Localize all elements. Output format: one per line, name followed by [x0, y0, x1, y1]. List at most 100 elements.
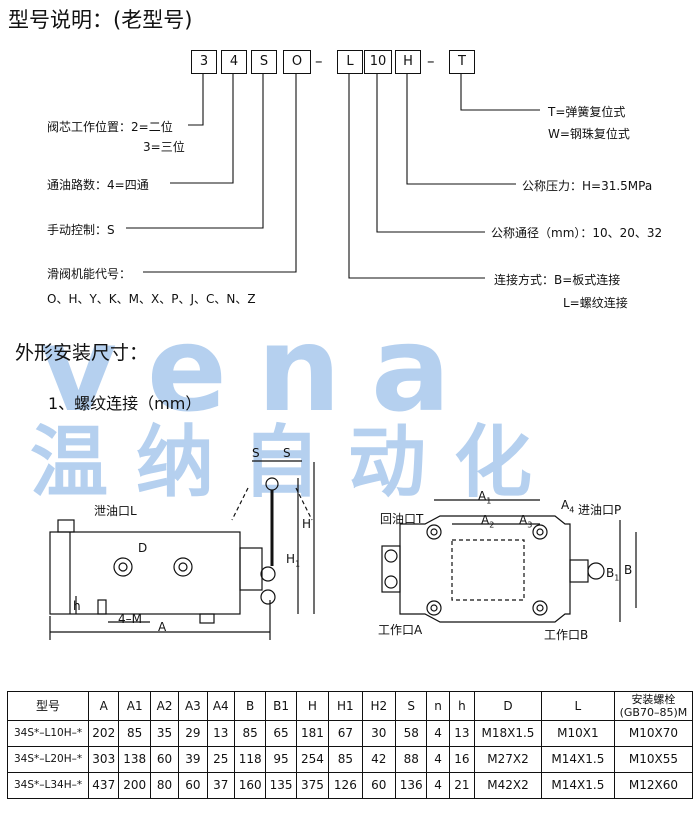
sub-title: 1、螺纹连接（mm）	[48, 394, 202, 413]
col-header: A1	[118, 691, 151, 721]
dim-a3-label: A3	[519, 513, 532, 529]
table-cell: 60	[149, 746, 180, 773]
dim-s-left: S	[252, 446, 260, 460]
table-cell: 85	[118, 720, 151, 747]
table-cell: 118	[233, 746, 267, 773]
table-cell: 4	[426, 772, 450, 799]
table-cell: 65	[265, 720, 297, 747]
col-header: D	[474, 691, 542, 721]
dim-a3-sub: 3	[527, 520, 533, 530]
table-cell: M10X1	[540, 720, 615, 747]
table-cell: 4	[426, 746, 450, 773]
dim-a2-sub: 2	[489, 520, 495, 530]
table-cell: 85	[233, 720, 267, 747]
code-box-4: O	[283, 50, 311, 74]
table-row: 34S*–L10H–* 202 85 35 29 13 85 65 181 67…	[6, 720, 694, 747]
code-dash-2: –	[427, 52, 435, 70]
table-cell: 160	[233, 772, 267, 799]
table-row: 34S*–L34H–* 437 200 80 60 37 160 135 375…	[6, 772, 694, 799]
table-cell: 200	[118, 772, 151, 799]
table-cell: M10X70	[613, 720, 694, 747]
table-cell: 34S*–L20H–*	[6, 746, 90, 773]
table-cell: 138	[118, 746, 151, 773]
dim-h1-label: H1	[286, 552, 300, 568]
col-header: H2	[361, 691, 397, 721]
dim-a1-label: A1	[478, 489, 491, 505]
table-cell: 181	[295, 720, 330, 747]
table-cell: 13	[206, 720, 235, 747]
table-cell: 437	[88, 772, 120, 799]
table-cell: 202	[88, 720, 120, 747]
label-position: 阀芯工作位置：2=二位	[47, 120, 173, 134]
col-header: A4	[206, 691, 235, 721]
table-cell: 67	[328, 720, 363, 747]
table-cell: 21	[448, 772, 476, 799]
drain-port-label: 泄油口L	[94, 504, 137, 518]
code-box-2: 4	[221, 50, 247, 74]
table-cell: 126	[328, 772, 363, 799]
col-header: L	[540, 691, 615, 721]
label-thread: L=螺纹连接	[563, 296, 628, 310]
dim-h1-sub: 1	[295, 559, 301, 569]
code-box-6: 10	[364, 50, 392, 74]
table-cell: 95	[265, 746, 297, 773]
table-header-row: 型号 A A1 A2 A3 A4 B B1 H H1 H2 S n h D L …	[6, 691, 694, 721]
table-cell: 85	[328, 746, 363, 773]
label-manual: 手动控制：S	[47, 223, 115, 237]
table-cell: M42X2	[474, 772, 542, 799]
dim-b-label: B	[624, 563, 633, 577]
table-cell: M14X1.5	[540, 746, 615, 773]
return-port-label: 回油口T	[380, 512, 424, 526]
col-header: S	[395, 691, 428, 721]
table-cell: 80	[149, 772, 180, 799]
table-row: 34S*–L20H–* 303 138 60 39 25 118 95 254 …	[6, 746, 694, 773]
model-description-title: 型号说明：(老型号)	[8, 8, 193, 32]
dim-a3-text: A	[519, 513, 528, 527]
col-header: A	[88, 691, 120, 721]
table-cell: 42	[361, 746, 397, 773]
table-cell: M10X55	[613, 746, 694, 773]
table-cell: 34S*–L10H–*	[6, 720, 90, 747]
table-cell: 37	[206, 772, 235, 799]
col-header: H	[295, 691, 330, 721]
table-cell: M27X2	[474, 746, 542, 773]
dim-a4-label: A4	[561, 498, 574, 514]
table-cell: 25	[206, 746, 235, 773]
dim-a4-text: A	[561, 498, 570, 512]
code-box-8: T	[449, 50, 475, 74]
code-box-7: H	[395, 50, 421, 74]
dim-h1-text: H	[286, 552, 296, 566]
col-header: A3	[178, 691, 208, 721]
col-header: h	[448, 691, 476, 721]
dim-b1-text: B	[606, 566, 615, 580]
dim-b1-sub: 1	[614, 573, 620, 583]
dim-a2-label: A2	[481, 513, 494, 529]
table-cell: 303	[88, 746, 120, 773]
col-header: 安装螺栓 (GB70–85)M	[613, 691, 694, 721]
table-cell: 60	[178, 772, 208, 799]
table-cell: M14X1.5	[540, 772, 615, 799]
label-ball: W=钢珠复位式	[548, 127, 630, 141]
table-cell: 39	[178, 746, 208, 773]
table-cell: 135	[265, 772, 297, 799]
table-cell: 13	[448, 720, 476, 747]
work-port-b-label: 工作口B	[544, 628, 589, 642]
label-position-3: 3=三位	[143, 140, 185, 154]
table-cell: 88	[395, 746, 428, 773]
dim-4m-label: 4–M	[118, 612, 142, 626]
label-diameter: 公称通径（mm）：10、20、32	[491, 226, 663, 240]
dim-a2-text: A	[481, 513, 490, 527]
table-cell: 60	[361, 772, 397, 799]
dim-d-label: D	[138, 541, 148, 555]
table-cell: 16	[448, 746, 476, 773]
label-passages: 通油路数：4=四通	[47, 178, 149, 192]
table-cell: 34S*–L34H–*	[6, 772, 90, 799]
label-connection: 连接方式：B=板式连接	[494, 273, 621, 287]
col-header: n	[426, 691, 450, 721]
table-cell: M18X1.5	[474, 720, 542, 747]
label-spring: T=弹簧复位式	[548, 105, 626, 119]
dim-a1-sub: 1	[486, 496, 492, 506]
table-cell: 30	[361, 720, 397, 747]
col-header: B	[233, 691, 267, 721]
